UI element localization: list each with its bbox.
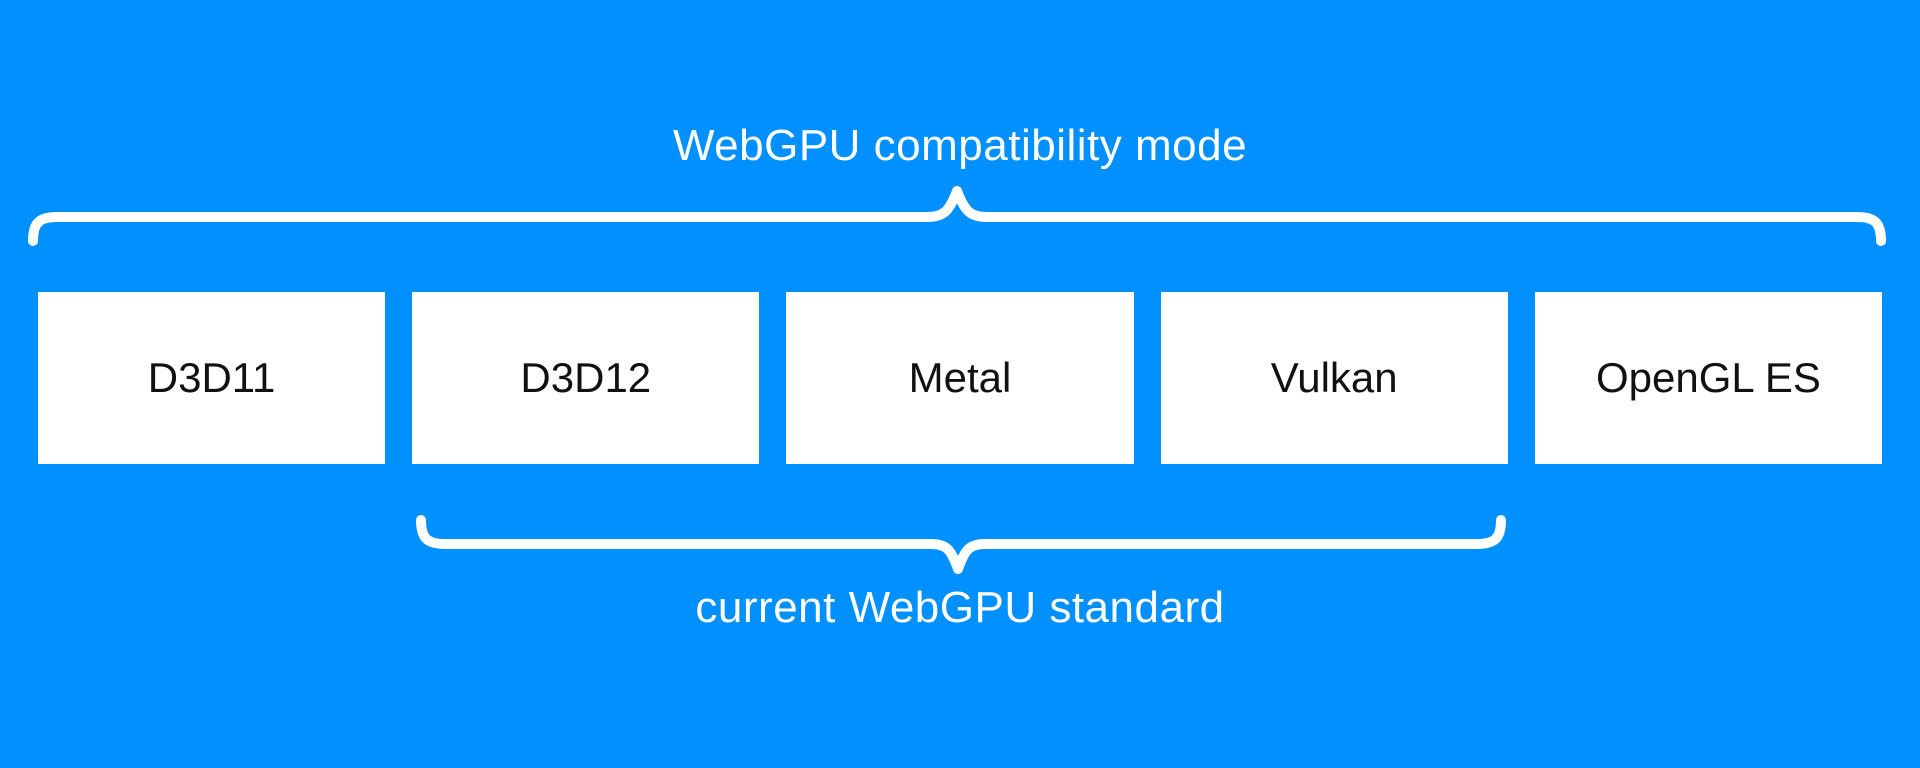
current-standard-label: current WebGPU standard <box>695 583 1225 632</box>
api-box-metal: Metal <box>786 292 1134 464</box>
api-box-vulkan: Vulkan <box>1160 292 1508 464</box>
bottom-brace <box>416 515 1506 574</box>
api-box-d3d12: D3D12 <box>412 292 760 464</box>
api-box-d3d11: D3D11 <box>38 292 386 464</box>
api-box-label: D3D12 <box>520 354 652 401</box>
api-box-row: D3D11 D3D12 Metal Vulkan OpenGL ES <box>38 292 1883 464</box>
api-box-label: OpenGL ES <box>1595 354 1821 401</box>
top-brace <box>28 186 1886 246</box>
api-box-label: D3D11 <box>147 354 276 401</box>
compatibility-mode-label: WebGPU compatibility mode <box>672 121 1248 170</box>
api-box-label: Vulkan <box>1270 354 1398 401</box>
api-box-label: Metal <box>908 354 1012 401</box>
api-box-opengl-es: OpenGL ES <box>1534 292 1883 464</box>
